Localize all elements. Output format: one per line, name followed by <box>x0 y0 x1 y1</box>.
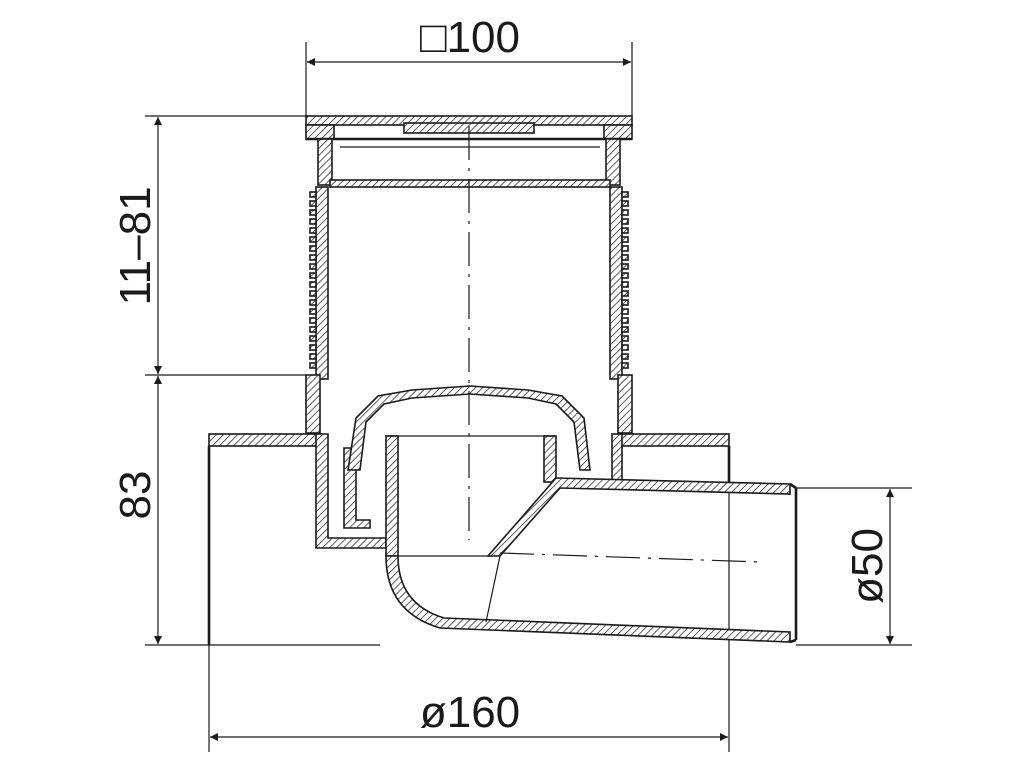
outlet-end-bottom <box>789 638 797 644</box>
body-rib <box>309 317 317 324</box>
collar-right-wall <box>605 138 621 186</box>
body-rib <box>621 344 629 351</box>
bell-cap <box>347 385 591 471</box>
body-rib <box>309 218 317 225</box>
body-rib <box>621 353 629 360</box>
body-rib <box>309 200 317 207</box>
body-rib <box>621 236 629 243</box>
outlet-axis <box>499 552 761 563</box>
body-rib <box>621 308 629 315</box>
body-rib <box>621 263 629 270</box>
body-rib <box>309 236 317 243</box>
body-rib <box>309 254 317 261</box>
body-rib <box>621 281 629 288</box>
base-diameter-label: ø160 <box>420 688 520 737</box>
body-rib <box>309 308 317 315</box>
body-rib <box>309 335 317 342</box>
odour-trap-bell <box>347 385 591 471</box>
inlet-pipe-right-wall <box>543 435 557 483</box>
outlet-diameter-label: ø50 <box>843 528 892 604</box>
body-rib <box>309 344 317 351</box>
body-rib <box>621 335 629 342</box>
housing-right-upper-wall <box>617 374 633 434</box>
body-rib <box>309 290 317 297</box>
dimension-top-width: □100 <box>305 13 633 116</box>
outlet-elbow <box>385 435 798 644</box>
inlet-pipe-left-wall <box>385 435 399 557</box>
lower-housing <box>207 374 731 645</box>
body-rib <box>309 227 317 234</box>
body-rib <box>621 290 629 297</box>
body-rib <box>621 272 629 279</box>
grate-right-lip <box>603 124 633 140</box>
body-rib <box>621 254 629 261</box>
dimension-lower-height: 83 <box>111 376 380 646</box>
center-lines <box>468 126 761 563</box>
outlet-end-top <box>789 482 797 490</box>
body-left-wall <box>315 186 329 380</box>
grate-left-lip <box>305 124 335 140</box>
body-rib <box>309 353 317 360</box>
body-rib <box>309 209 317 216</box>
body-rib <box>309 299 317 306</box>
body-rib <box>621 227 629 234</box>
dimension-outlet-diameter: ø50 <box>796 487 912 646</box>
body-rib <box>309 362 317 369</box>
body-rib <box>309 263 317 270</box>
body-rib <box>621 200 629 207</box>
elbow-bottom-wall <box>385 555 791 643</box>
lower-height-label: 83 <box>111 471 160 520</box>
housing-right-wall <box>611 433 623 483</box>
body-rib <box>309 245 317 252</box>
body-rib <box>621 245 629 252</box>
body-rib <box>621 191 629 198</box>
body-rib <box>621 209 629 216</box>
body-ribs <box>309 191 629 369</box>
body-rib <box>309 326 317 333</box>
collar-left-wall <box>317 138 333 186</box>
body-rib <box>621 362 629 369</box>
left-flange <box>208 433 322 447</box>
body-rib <box>309 191 317 198</box>
body-right-wall <box>609 186 623 380</box>
body-rib <box>621 299 629 306</box>
dimension-upper-height: 11–81 <box>111 115 308 376</box>
body-rib <box>309 272 317 279</box>
top-width-label: □100 <box>420 13 520 62</box>
elbow-top-wall <box>486 477 791 557</box>
insert-collar <box>317 138 621 188</box>
elbow-joint-line <box>485 555 501 623</box>
body-rib <box>621 317 629 324</box>
body-rib <box>309 281 317 288</box>
upper-height-label: 11–81 <box>111 186 160 305</box>
telescopic-body <box>309 186 629 380</box>
right-flange <box>617 433 730 447</box>
body-rib <box>621 326 629 333</box>
collar-floor <box>329 179 611 188</box>
body-rib <box>621 218 629 225</box>
housing-left-upper-wall <box>305 374 321 434</box>
